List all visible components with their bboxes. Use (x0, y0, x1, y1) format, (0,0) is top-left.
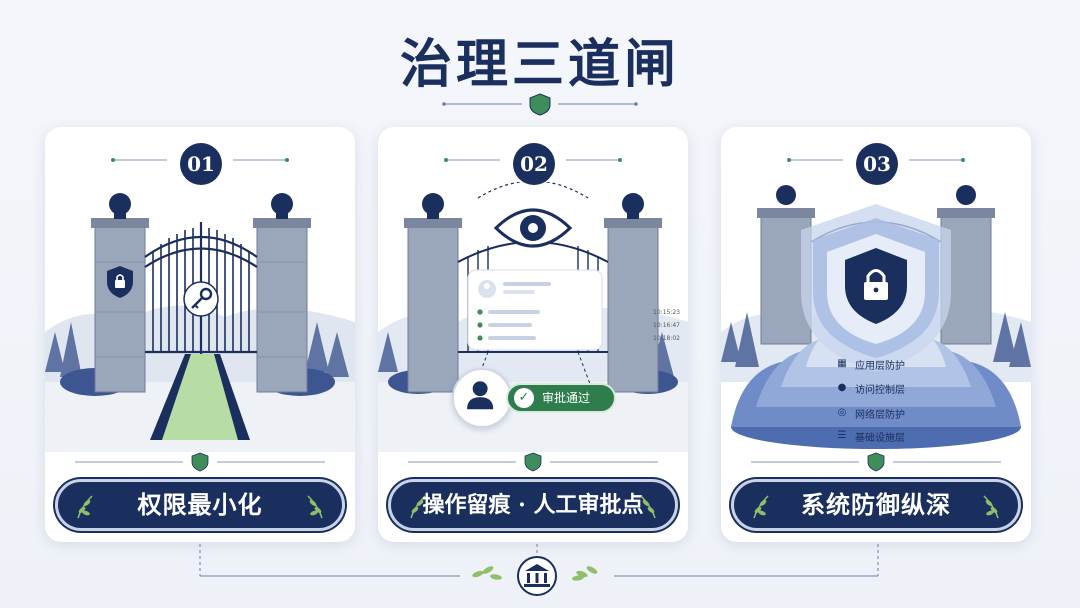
user-avatar (452, 368, 512, 428)
gate-scene-1 (45, 193, 355, 452)
card-separator (751, 452, 1001, 472)
laurel-icon (753, 495, 769, 519)
gate-label: 操作留痕 · 人工审批点 (422, 492, 644, 518)
title-divider (442, 93, 638, 116)
gate-card-3: 03 ▦ 应用层防护 ● 访问 (721, 127, 1031, 542)
approval-badge: ✓ 审批通过 (506, 383, 616, 413)
log-timestamp: 10:15:23 (653, 309, 680, 316)
laurel-icon (640, 495, 656, 519)
page-title: 治理三道闸 (399, 34, 680, 95)
user-icon (467, 381, 494, 410)
approval-label: 审批通过 (542, 391, 591, 405)
shield-lock-icon (845, 248, 907, 324)
bank-icon (517, 556, 557, 596)
defense-layer-label: 网络层防护 (855, 410, 905, 421)
laurel-icon (410, 495, 426, 519)
number-row-decoration (444, 158, 622, 162)
grid-icon: ▦ (837, 358, 847, 369)
gate-card-2: 02 (378, 127, 688, 542)
bottom-connector (199, 544, 879, 596)
right-pillar (253, 193, 311, 393)
check-icon: ✓ (514, 388, 534, 408)
gate-card-1: 01 (45, 127, 355, 542)
log-panel-lines (467, 269, 603, 351)
eye-icon (477, 182, 589, 248)
gate-label: 权限最小化 (137, 490, 263, 519)
step-number-badge: 03 (856, 143, 898, 185)
shield-lock-icon (107, 266, 133, 298)
step-number-badge: 02 (513, 143, 555, 185)
gate-scene-3 (721, 185, 1031, 449)
server-icon: ☰ (837, 430, 847, 441)
log-timestamp: 10:18:02 (653, 335, 680, 342)
gate-label: 系统防御纵深 (801, 490, 951, 519)
defense-layer-label: 应用层防护 (855, 361, 905, 372)
gate-label-bar: 系统防御纵深 (731, 479, 1021, 531)
gate-label-bar: 操作留痕 · 人工审批点 (388, 479, 678, 531)
log-timestamp: 10:16:47 (653, 322, 680, 329)
globe-icon: ◎ (837, 407, 847, 418)
laurel-icon (983, 495, 999, 519)
gate-label-bar: 权限最小化 (55, 479, 345, 531)
laurel-icon (77, 495, 93, 519)
laurel-icon (307, 495, 323, 519)
user-icon: ● (837, 382, 847, 393)
defense-layer-label: 访问控制层 (855, 385, 905, 396)
key-icon (183, 281, 219, 317)
number-row-decoration (111, 158, 289, 162)
card-separator (75, 452, 325, 472)
card-separator (408, 452, 658, 472)
number-row-decoration (787, 158, 965, 162)
step-number-badge: 01 (180, 143, 222, 185)
defense-layer-label: 基础设施层 (855, 433, 905, 444)
left-pillar (91, 193, 149, 393)
